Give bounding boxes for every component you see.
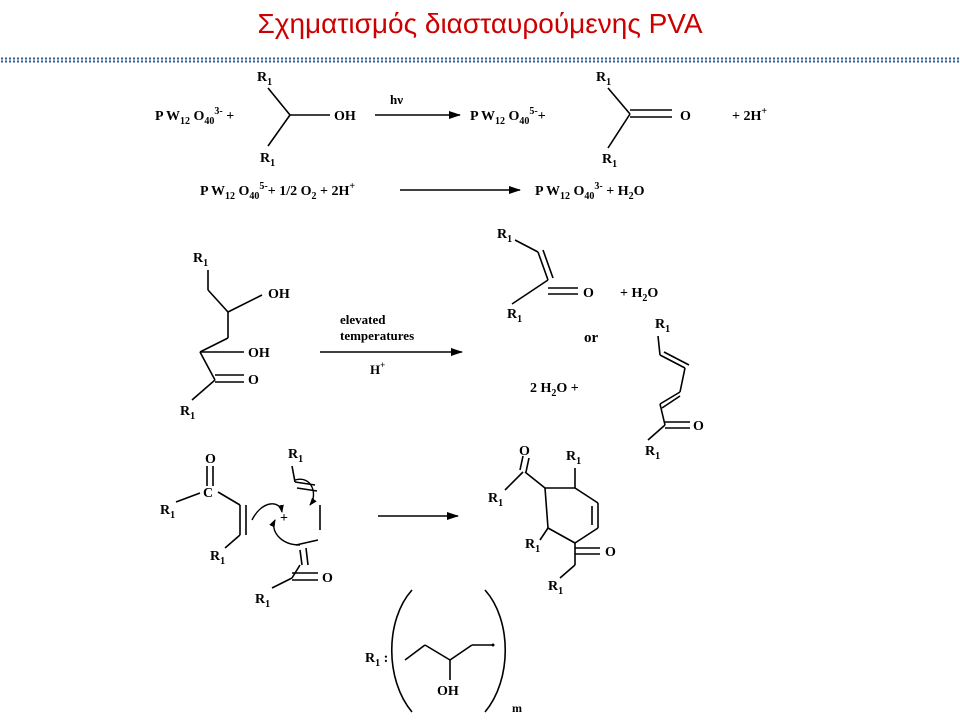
oh-label: OH [334, 109, 356, 124]
oxygen-label: O [693, 419, 704, 434]
equation-2: P W12 O405-+ 1/2 O2 + 2H+ P W12 O403- + … [200, 181, 645, 202]
r1-label: R1 [525, 537, 540, 555]
r1-label: R1 [255, 592, 270, 610]
catalyst-label: H+ [370, 360, 385, 377]
left-bracket [390, 589, 413, 713]
equation-4: O C R1 R1 + R1 O R1 R1 [160, 444, 616, 610]
condition-label: temperatures [340, 328, 414, 343]
oh-label: OH [437, 684, 459, 699]
oxygen-label: O [680, 109, 691, 124]
polyoxometalate-reactant: P W12 O403- + [155, 106, 234, 127]
plus-label: + [280, 511, 288, 526]
oxygen-label: O [205, 452, 216, 467]
pva-repeat-unit: R1 : OH m [365, 589, 522, 715]
r1-label: R1 [193, 251, 208, 269]
reoxidation-left: P W12 O405-+ 1/2 O2 + 2H+ [200, 181, 355, 202]
water-label: + H2O [620, 286, 658, 304]
r1-label: R1 [497, 227, 512, 245]
r1-label: R1 [602, 152, 617, 170]
equation-1: P W12 O403- + R1 R1 OH hν P W12 O405-+ R… [155, 70, 767, 170]
r1-label: R1 [260, 151, 275, 169]
r1-label: R1 [596, 70, 611, 88]
repeat-index: m [512, 701, 522, 715]
reoxidation-right: P W12 O403- + H2O [535, 181, 645, 202]
oxygen-label: O [605, 545, 616, 560]
r1-label: R1 [655, 317, 670, 335]
polyoxometalate-product: P W12 O405-+ [470, 106, 546, 127]
oh-label: OH [268, 287, 290, 302]
or-label: or [584, 330, 599, 346]
r1-label: R1 [257, 70, 272, 88]
curly-arrow [269, 519, 301, 546]
oh-label: OH [248, 346, 270, 361]
oxygen-label: O [583, 286, 594, 301]
carbon-label: C [203, 486, 213, 501]
dotted-divider [0, 57, 960, 63]
slide-title: Σχηματισμός διασταυρούμενης PVA [257, 8, 703, 39]
r1-label: R1 [160, 503, 175, 521]
r1-label: R1 [645, 444, 660, 462]
r1-label: R1 [288, 447, 303, 465]
equation-3: R1 OH OH O R1 elevated temperatures H+ R… [180, 227, 704, 462]
condition-label: elevated [340, 312, 386, 327]
r1-label: R1 [180, 404, 195, 422]
r1-label: R1 [507, 307, 522, 325]
r1-label: R1 : [365, 651, 388, 669]
curly-arrow [251, 503, 284, 521]
light-label: hν [390, 92, 403, 107]
curly-arrow [294, 478, 317, 506]
oxygen-label: O [519, 444, 530, 459]
water-label: 2 H2O + [530, 381, 579, 399]
r1-label: R1 [566, 449, 581, 467]
r1-label: R1 [210, 549, 225, 567]
protons-label: + 2H+ [732, 106, 767, 124]
right-bracket [484, 589, 507, 713]
oxygen-label: O [248, 373, 259, 388]
r1-label: R1 [548, 579, 563, 597]
oxygen-label: O [322, 571, 333, 586]
r1-label: R1 [488, 491, 503, 509]
